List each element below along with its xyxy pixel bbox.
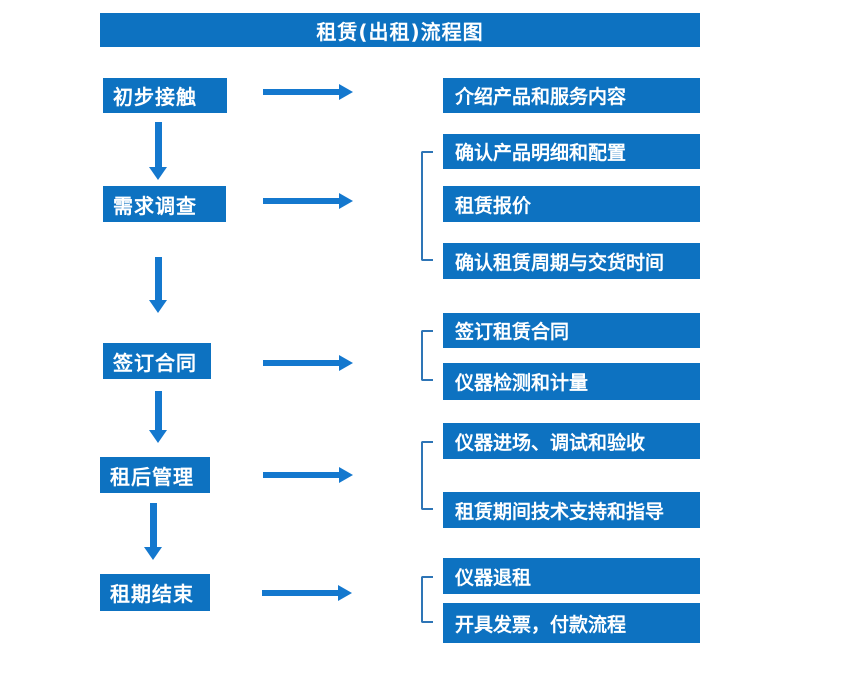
detail-box-technical-support: 租赁期间技术支持和指导 (443, 492, 700, 528)
arrow-head (144, 547, 162, 560)
stage-initial-contact: 初步接触 (103, 78, 227, 113)
arrow-head (149, 430, 167, 443)
arrow-head (339, 467, 353, 483)
stage-sign-contract: 签订合同 (103, 343, 211, 379)
arrow-right-icon (263, 355, 353, 371)
stage-post-rental-management: 租后管理 (100, 457, 210, 493)
arrow-head (149, 300, 167, 313)
arrow-right-icon (263, 84, 353, 100)
detail-box-rental-quote: 租赁报价 (443, 186, 700, 222)
detail-box-confirm-product-config: 确认产品明细和配置 (443, 134, 700, 169)
arrow-head (339, 84, 353, 100)
arrow-head (338, 585, 352, 601)
arrow-shaft (263, 472, 339, 478)
arrow-shaft (263, 89, 339, 95)
arrow-shaft (149, 503, 157, 547)
arrow-shaft (263, 360, 339, 366)
detail-box-introduce-products: 介绍产品和服务内容 (443, 78, 700, 113)
arrow-right-icon (263, 193, 353, 209)
arrow-down-icon (149, 122, 167, 180)
arrow-shaft (154, 257, 162, 300)
arrow-shaft (262, 590, 338, 596)
group-bracket (421, 441, 433, 510)
detail-box-invoice-payment: 开具发票，付款流程 (443, 603, 700, 643)
arrow-head (339, 193, 353, 209)
detail-box-confirm-period-delivery: 确认租赁周期与交货时间 (443, 243, 700, 279)
arrow-down-icon (149, 391, 167, 443)
arrow-down-icon (144, 503, 162, 560)
group-bracket (421, 576, 433, 623)
stage-lease-end: 租期结束 (100, 574, 210, 611)
detail-box-instrument-testing: 仪器检测和计量 (443, 363, 700, 400)
detail-box-instrument-return: 仪器退租 (443, 558, 700, 594)
arrow-right-icon (262, 585, 352, 601)
group-bracket (421, 151, 433, 261)
stage-demand-survey: 需求调查 (103, 186, 226, 222)
arrow-shaft (263, 198, 339, 204)
chart-title: 租赁(出租)流程图 (100, 13, 700, 47)
arrow-right-icon (263, 467, 353, 483)
arrow-head (339, 355, 353, 371)
arrow-shaft (154, 122, 162, 167)
detail-box-sign-rental-contract: 签订租赁合同 (443, 313, 700, 348)
detail-box-instrument-setup-acceptance: 仪器进场、调试和验收 (443, 423, 700, 459)
arrow-shaft (154, 391, 162, 430)
group-bracket (421, 330, 433, 381)
arrow-head (149, 167, 167, 180)
arrow-down-icon (149, 257, 167, 313)
